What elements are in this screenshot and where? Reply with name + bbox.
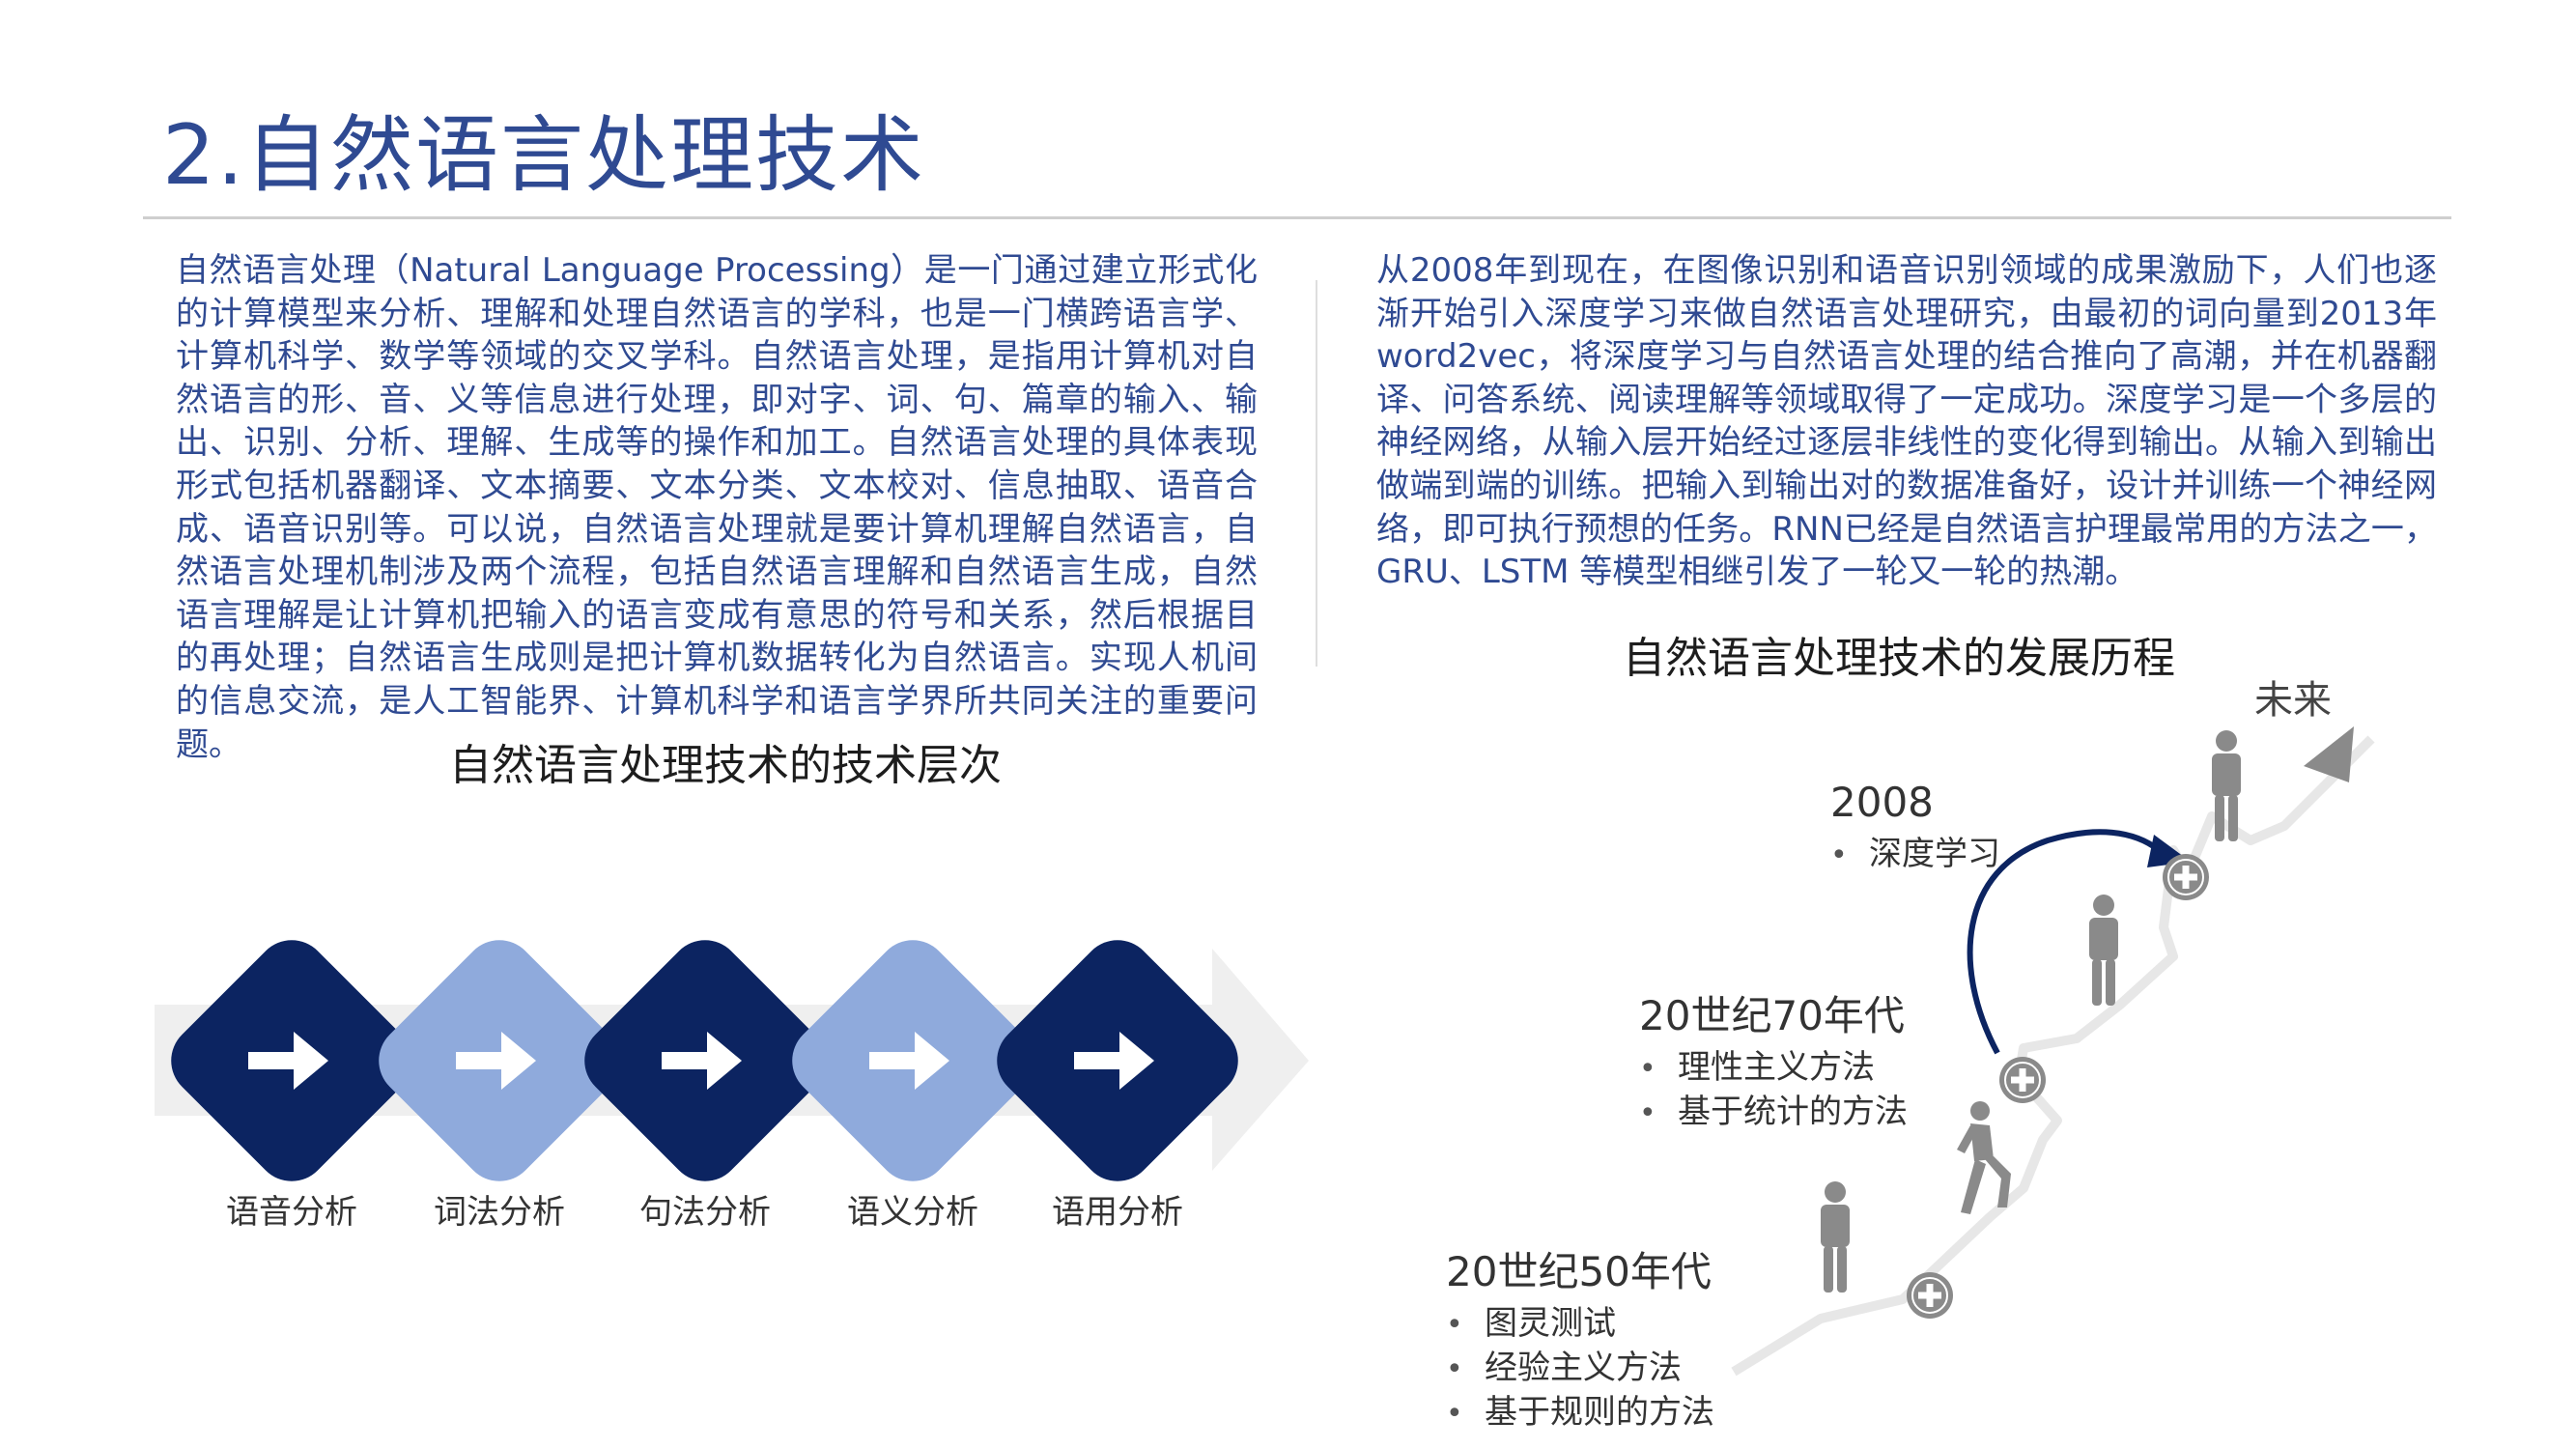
person-icon bbox=[1821, 1181, 1850, 1293]
era-item: 深度学习 bbox=[1830, 833, 2000, 877]
plus-icon bbox=[1999, 1057, 2046, 1103]
timeline-heading: 自然语言处理技术的发展历程 bbox=[1623, 634, 2175, 683]
era-year: 20世纪50年代 bbox=[1446, 1248, 1712, 1295]
intro-paragraph-right: 从2008年到现在，在图像识别和语音识别领域的成果激励下，人们也逐渐开始引入深度… bbox=[1376, 251, 2437, 592]
level-label: 词法分析 bbox=[434, 1193, 565, 1232]
plus-icon bbox=[2163, 854, 2209, 900]
era-item: 基于规则的方法 bbox=[1446, 1391, 1714, 1435]
person-icon bbox=[2089, 895, 2118, 1006]
level-step-shape bbox=[171, 940, 412, 1181]
arrow-right-icon bbox=[1074, 1032, 1154, 1090]
era-year: 2008 bbox=[1830, 779, 1934, 826]
level-label: 语义分析 bbox=[847, 1193, 978, 1232]
page-title: 2.自然语言处理技术 bbox=[162, 107, 926, 204]
era-1950s: 20世纪50年代 图灵测试 经验主义方法 基于规则的方法 bbox=[1446, 1252, 1714, 1435]
era-item: 基于统计的方法 bbox=[1639, 1091, 1908, 1135]
level-step-shape bbox=[997, 940, 1238, 1181]
level-label: 语用分析 bbox=[1052, 1193, 1183, 1232]
walking-person-icon bbox=[1957, 1101, 2011, 1214]
column-divider bbox=[1316, 280, 1317, 667]
level-label: 语音分析 bbox=[226, 1193, 357, 1232]
levels-heading: 自然语言处理技术的技术层次 bbox=[449, 741, 1002, 790]
era-year: 20世纪70年代 bbox=[1639, 992, 1905, 1039]
level-step-shape bbox=[792, 940, 1033, 1181]
plus-icon bbox=[1907, 1272, 1953, 1319]
title-divider bbox=[143, 216, 2451, 219]
intro-paragraph-left: 自然语言处理（Natural Language Processing）是一门通过… bbox=[176, 251, 1258, 764]
arrow-right-icon bbox=[869, 1032, 949, 1090]
future-arrow-icon bbox=[2304, 726, 2354, 782]
era-item: 理性主义方法 bbox=[1639, 1046, 1908, 1091]
person-icon bbox=[2212, 730, 2241, 841]
level-step-shape bbox=[584, 940, 826, 1181]
level-label: 句法分析 bbox=[639, 1193, 771, 1232]
arrow-right-icon bbox=[248, 1032, 328, 1090]
progress-path bbox=[1731, 735, 2375, 1377]
level-step-shape bbox=[379, 940, 620, 1181]
arrow-right-icon bbox=[662, 1032, 742, 1090]
future-label: 未来 bbox=[2254, 678, 2332, 723]
era-2008: 2008 深度学习 bbox=[1830, 782, 2000, 877]
progress-curve bbox=[1967, 829, 2161, 1055]
era-item: 图灵测试 bbox=[1446, 1302, 1714, 1347]
arrow-right-icon bbox=[456, 1032, 536, 1090]
era-item: 经验主义方法 bbox=[1446, 1347, 1714, 1391]
era-1970s: 20世纪70年代 理性主义方法 基于统计的方法 bbox=[1639, 996, 1908, 1135]
